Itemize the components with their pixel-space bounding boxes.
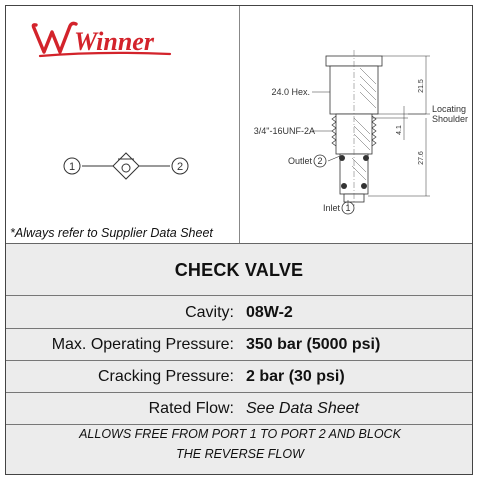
shoulder-label-1: Locating (432, 104, 466, 114)
spec-row-max-pressure: Max. Operating Pressure: 350 bar (5000 p… (6, 329, 472, 361)
outlet-label: Outlet (288, 156, 313, 166)
port-1-label: 1 (69, 161, 75, 173)
logo-text: Winner (74, 27, 155, 56)
spec-row-cavity: Cavity: 08W-2 (6, 297, 472, 329)
rated-flow-label: Rated Flow: (148, 399, 234, 417)
outlet-port-num: 2 (317, 156, 322, 166)
dim-bottom: 27.6 (418, 151, 425, 165)
cracking-pressure-label: Cracking Pressure: (97, 367, 234, 385)
inlet-port-num: 1 (345, 203, 350, 213)
cavity-value: 08W-2 (246, 303, 293, 321)
supplier-note: *Always refer to Supplier Data Sheet (10, 226, 213, 240)
spec-row-rated-flow: Rated Flow: See Data Sheet (6, 393, 472, 425)
rated-flow-value: See Data Sheet (246, 399, 359, 417)
cavity-label: Cavity: (185, 303, 234, 321)
spec-row-cracking-pressure: Cracking Pressure: 2 bar (30 psi) (6, 361, 472, 393)
product-card: Winner 1 2 *Always refer to Supplier Dat… (5, 5, 473, 475)
function-description: ALLOWS FREE FROM PORT 1 TO PORT 2 AND BL… (26, 424, 454, 464)
check-valve-symbol: 1 2 (63, 152, 189, 180)
header-panel: Winner 1 2 *Always refer to Supplier Dat… (6, 6, 472, 244)
dim-mid: 4.1 (396, 125, 403, 135)
dim-top: 21.5 (418, 79, 425, 93)
cracking-pressure-value: 2 bar (30 psi) (246, 367, 345, 385)
logo-symbol-panel: Winner 1 2 *Always refer to Supplier Dat… (6, 6, 240, 243)
max-pressure-value: 350 bar (5000 psi) (246, 335, 381, 353)
product-title: CHECK VALVE (6, 245, 472, 296)
valve-section-drawing: 24.0 Hex. 3/4"-16UNF-2A Outlet 2 Inlet 1… (254, 50, 468, 215)
inlet-label: Inlet (323, 203, 341, 213)
port-2-label: 2 (177, 161, 183, 173)
winner-logo: Winner (31, 21, 172, 58)
description-line-2: THE REVERSE FLOW (176, 447, 304, 461)
max-pressure-label: Max. Operating Pressure: (51, 335, 234, 353)
thread-label: 3/4"-16UNF-2A (254, 126, 315, 136)
hex-label: 24.0 Hex. (271, 87, 310, 97)
shoulder-label-2: Shoulder (432, 114, 468, 124)
drawing-panel: 24.0 Hex. 3/4"-16UNF-2A Outlet 2 Inlet 1… (240, 6, 472, 243)
description-line-1: ALLOWS FREE FROM PORT 1 TO PORT 2 AND BL… (79, 427, 401, 441)
